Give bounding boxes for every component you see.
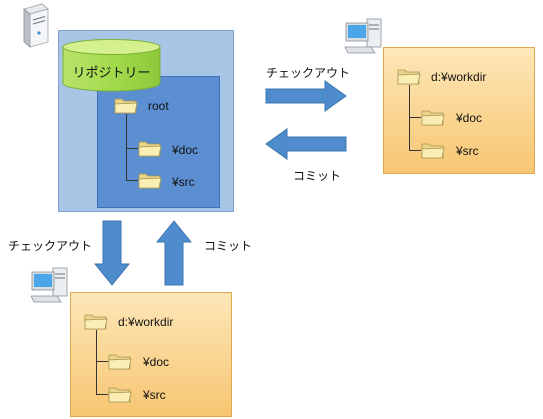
computer-icon bbox=[30, 267, 68, 303]
tree-connector bbox=[96, 394, 108, 395]
folder-icon bbox=[138, 173, 162, 189]
computer-icon bbox=[344, 18, 382, 54]
tree-connector bbox=[409, 117, 421, 118]
database-icon bbox=[62, 39, 161, 92]
repo-doc-label: ¥doc bbox=[172, 143, 199, 157]
folder-icon bbox=[397, 69, 421, 85]
commit-arrow-up bbox=[156, 220, 192, 286]
workdir-bottom-root-label: d:¥workdir bbox=[118, 315, 174, 329]
folder-icon bbox=[84, 314, 108, 330]
tree-connector bbox=[96, 330, 97, 394]
tree-connector bbox=[126, 180, 138, 181]
workdir-right-src-label: ¥src bbox=[456, 144, 479, 158]
repository-label: リポジトリー bbox=[72, 65, 151, 80]
checkout-label-right: チェックアウト bbox=[266, 66, 351, 80]
folder-icon bbox=[108, 354, 132, 370]
repo-src-label: ¥src bbox=[172, 175, 195, 189]
workdir-bottom-src-label: ¥src bbox=[143, 388, 166, 402]
workdir-right-root-label: d:¥workdir bbox=[431, 70, 487, 84]
tree-connector bbox=[126, 148, 138, 149]
folder-icon bbox=[114, 98, 138, 114]
workdir-box-right bbox=[383, 47, 535, 174]
folder-icon bbox=[421, 143, 445, 159]
commit-label-bottom: コミット bbox=[204, 239, 253, 253]
tree-connector bbox=[126, 114, 127, 180]
workdir-box-bottom bbox=[70, 292, 232, 417]
commit-label-right: コミット bbox=[293, 169, 342, 183]
checkout-arrow-right bbox=[265, 80, 347, 112]
tree-connector bbox=[96, 361, 108, 362]
tree-connector bbox=[409, 150, 421, 151]
server-icon bbox=[23, 3, 49, 48]
checkout-label-bottom: チェックアウト bbox=[8, 239, 93, 253]
workdir-bottom-doc-label: ¥doc bbox=[143, 355, 170, 369]
commit-arrow-left bbox=[265, 128, 347, 160]
folder-icon bbox=[421, 110, 445, 126]
folder-icon bbox=[108, 387, 132, 403]
folder-icon bbox=[138, 141, 162, 157]
repo-root-label: root bbox=[148, 99, 169, 113]
checkout-arrow-down bbox=[94, 220, 130, 286]
workdir-right-doc-label: ¥doc bbox=[456, 111, 483, 125]
